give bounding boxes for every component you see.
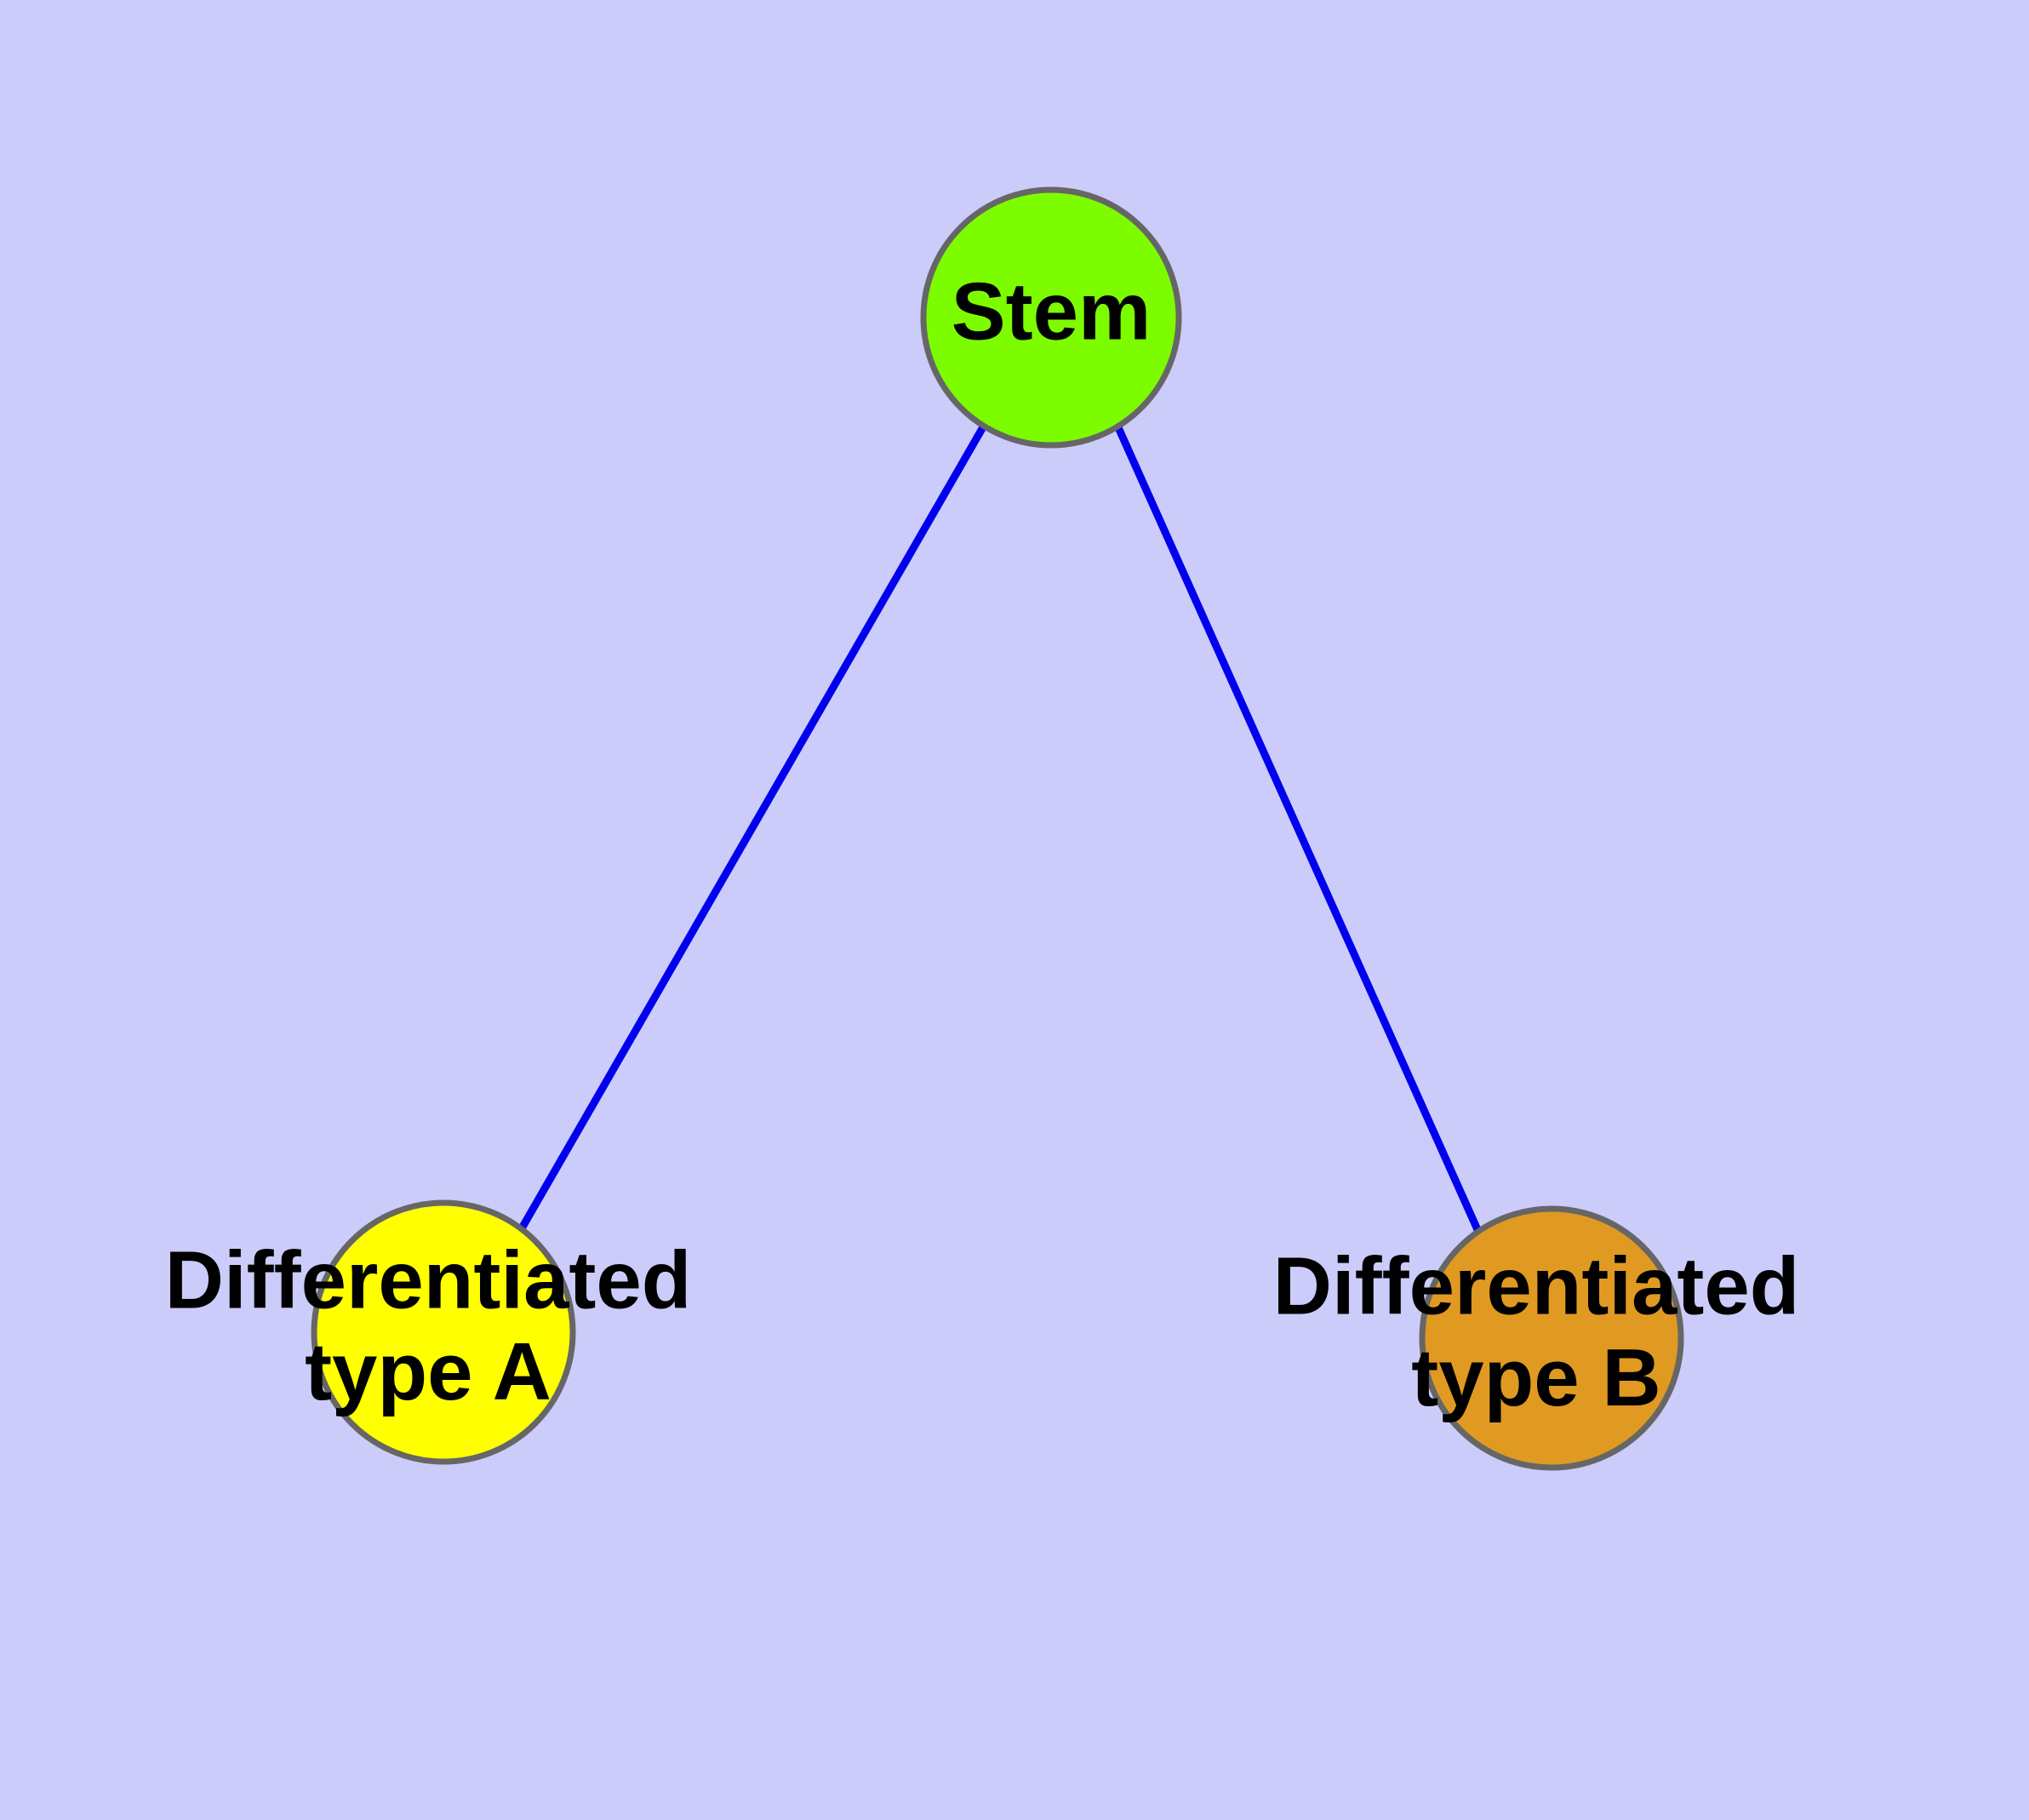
node-stem-label-line1: Stem bbox=[952, 266, 1152, 357]
node-diff-b-label-line2: type B bbox=[1411, 1332, 1660, 1423]
edge-stem-to-diff-b[interactable] bbox=[1113, 424, 1483, 1235]
node-diff-a[interactable]: Differentiated type A bbox=[165, 1199, 692, 1465]
node-stem[interactable]: Stem bbox=[920, 186, 1182, 449]
node-diff-a-circle[interactable] bbox=[311, 1199, 576, 1465]
node-diff-a-label-line2: type A bbox=[305, 1326, 552, 1417]
nodes-group: Stem Differentiated type A Differentiate… bbox=[165, 186, 1800, 1471]
node-diff-b-circle[interactable] bbox=[1419, 1205, 1684, 1471]
edges-group bbox=[518, 423, 1483, 1235]
edge-stem-to-diff-a[interactable] bbox=[518, 423, 987, 1231]
node-stem-circle[interactable] bbox=[920, 186, 1182, 449]
node-diff-b-label-line1: Differentiated bbox=[1273, 1241, 1800, 1332]
node-diff-a-label-line1: Differentiated bbox=[165, 1235, 692, 1326]
node-diff-b[interactable]: Differentiated type B bbox=[1273, 1205, 1800, 1471]
